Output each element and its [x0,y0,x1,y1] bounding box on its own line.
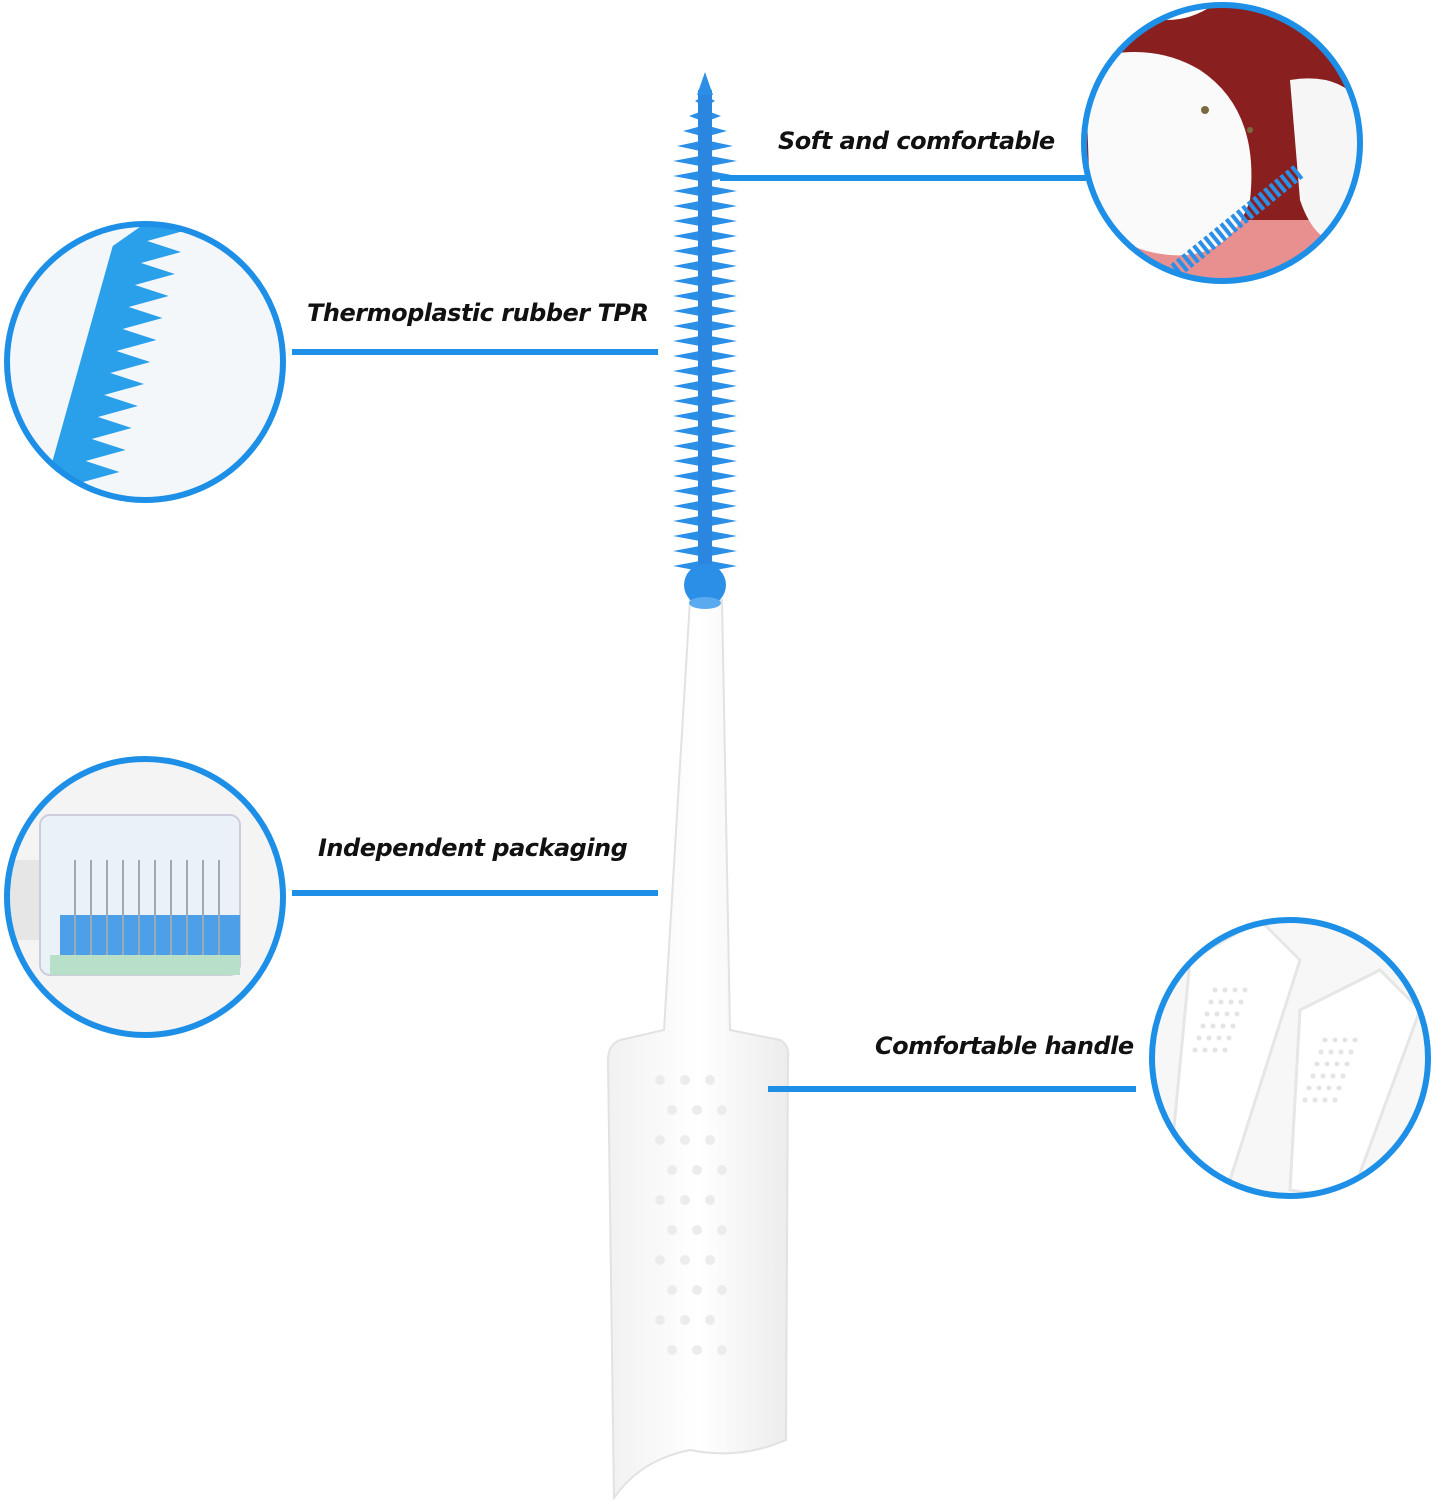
callout-label-soft: Soft and comfortable [778,127,1055,155]
callout-label-packaging: Independent packaging [318,834,628,862]
package-box-icon [4,756,286,1038]
callout-label-handle: Comfortable handle [875,1032,1134,1060]
callout-label-tpr: Thermoplastic rubber TPR [307,299,649,327]
teeth-closeup-icon [1081,2,1363,284]
handle-texture-closeup-icon [1149,917,1431,1199]
rubber-bristle-closeup-icon [4,221,286,503]
interdental-brush-icon [606,72,790,1500]
